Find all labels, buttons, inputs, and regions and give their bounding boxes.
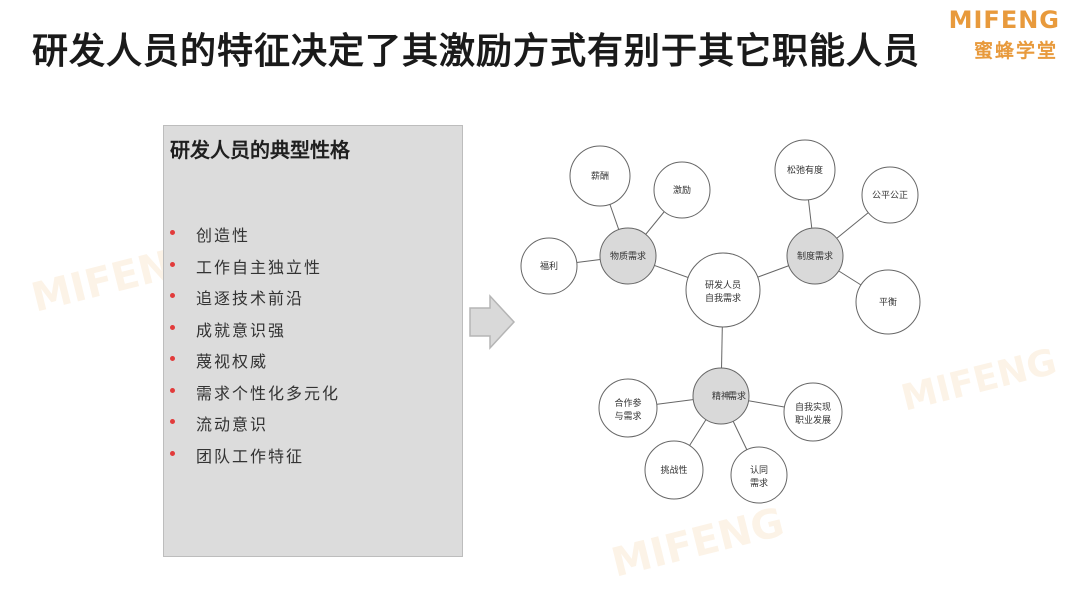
list-item: 蔑视权威 [164, 348, 340, 380]
leaf-label: 松弛有度 [787, 164, 823, 176]
trait-label: 创造性 [196, 226, 251, 245]
leaf-label: 自我实现 [795, 401, 831, 413]
bullet-icon [170, 387, 175, 393]
leaf-node [598, 378, 658, 438]
leaf-node [644, 440, 704, 500]
center-node [685, 252, 761, 328]
trait-label: 追逐技术前沿 [196, 289, 305, 308]
list-item: 成就意识强 [164, 317, 340, 349]
logo-english: MIFENG [948, 6, 1060, 34]
logo-chinese: 蜜蜂学堂 [973, 40, 1058, 62]
leaf-label: 职业发展 [795, 414, 831, 426]
traits-panel: 研发人员的典型性格 创造性 工作自主独立性 追逐技术前沿 成就意识强 蔑视权威 … [163, 125, 463, 557]
leaf-label: 福利 [540, 260, 558, 272]
needs-mind-map: 研发人员 自我需求 物质需求 制度需求 精神 需求 薪酬 激励 福利 松弛有度 … [520, 139, 921, 504]
leaf-label: 挑战性 [660, 464, 687, 476]
leaf-label: 激励 [673, 184, 691, 196]
bullet-icon [170, 261, 175, 267]
trait-label: 流动意识 [196, 415, 269, 434]
leaf-label: 合作参 [614, 397, 641, 409]
list-item: 追逐技术前沿 [164, 285, 340, 317]
bullet-icon [170, 324, 175, 330]
bullet-icon [170, 419, 175, 424]
hub-node-system [786, 227, 844, 285]
leaf-label: 平衡 [879, 296, 897, 308]
hub-node-spirit [692, 367, 750, 425]
slide-title: 研发人员的特征决定了其激励方式有别于其它职能人员 [32, 31, 921, 72]
leaf-label: 薪酬 [591, 170, 609, 182]
leaf-node [653, 161, 711, 219]
hub-label: 需求 [728, 390, 746, 402]
leaf-node [730, 446, 788, 504]
leaf-node [774, 139, 836, 201]
center-label: 研发人员 [705, 279, 741, 291]
hub-label: 制度需求 [797, 250, 833, 262]
right-arrow-icon [469, 294, 516, 350]
trait-label: 成就意识强 [196, 320, 287, 340]
leaf-node [861, 166, 919, 224]
bullet-icon [170, 450, 175, 456]
brand-logo: MIFENG 蜜蜂学堂 [940, 6, 1060, 62]
leaf-node [520, 237, 578, 295]
leaf-node [855, 269, 921, 335]
bullet-icon [170, 230, 175, 235]
hub-node-material [599, 227, 657, 285]
trait-label: 需求个性化多元化 [196, 383, 341, 403]
leaf-node [783, 382, 843, 442]
bullet-icon [170, 293, 175, 298]
hub-label: 精神 [712, 390, 730, 402]
hub-label: 物质需求 [610, 250, 646, 262]
leaf-label: 与需求 [614, 410, 641, 422]
bullet-icon [170, 356, 175, 361]
list-item: 创造性 [164, 222, 340, 254]
list-item: 需求个性化多元化 [164, 380, 340, 412]
leaf-label: 认同 [750, 464, 768, 476]
leaf-label: 公平公正 [872, 190, 908, 201]
list-item: 团队工作特征 [164, 443, 340, 475]
list-item: 流动意识 [164, 411, 340, 443]
trait-label: 团队工作特征 [196, 446, 305, 466]
trait-label: 工作自主独立性 [196, 257, 323, 277]
traits-list: 创造性 工作自主独立性 追逐技术前沿 成就意识强 蔑视权威 需求个性化多元化 流… [164, 222, 340, 474]
leaf-node [569, 145, 631, 207]
trait-label: 蔑视权威 [196, 352, 269, 371]
list-item: 工作自主独立性 [164, 254, 340, 286]
center-label: 自我需求 [705, 292, 741, 304]
leaf-label: 需求 [750, 477, 768, 489]
panel-title: 研发人员的典型性格 [170, 138, 350, 162]
